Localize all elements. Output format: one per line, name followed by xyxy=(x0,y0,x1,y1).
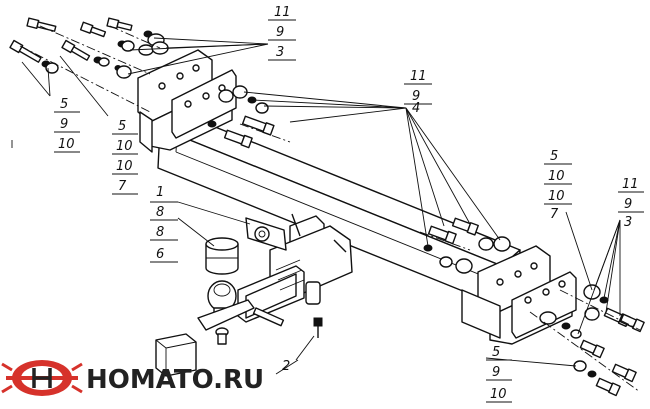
left-mounting-bracket xyxy=(137,49,237,153)
right-mounting-bracket xyxy=(461,245,577,345)
homato-logo[interactable]: HOMATO.RU xyxy=(1,360,264,396)
leader-lines xyxy=(11,37,621,367)
callout-right-bolt: 5 10 10 7 xyxy=(544,149,572,222)
callout-top-bracket: 11 9 3 xyxy=(268,5,296,61)
callout-label: 9 xyxy=(412,89,420,104)
callout-label: 3 xyxy=(624,215,632,230)
callout-label: 9 xyxy=(276,25,284,40)
callout-single-bolt: 2 xyxy=(275,359,299,375)
callout-label: 5 xyxy=(60,97,68,112)
callout-label: 7 xyxy=(550,207,559,222)
callout-label: 5 xyxy=(118,119,126,134)
callout-label: 11 xyxy=(410,69,427,84)
callout-label: 5 xyxy=(550,149,558,164)
callout-bottom-right: 5 9 10 xyxy=(486,345,512,403)
logo-text: HOMATO.RU xyxy=(86,365,264,395)
callout-mid-bolts: 11 9 4 xyxy=(404,69,432,116)
callout-label: 10 xyxy=(58,137,75,152)
callout-label: 10 xyxy=(116,139,133,154)
tow-ball-assembly xyxy=(197,280,255,345)
callout-label: 10 xyxy=(116,159,133,174)
callout-label: 9 xyxy=(624,197,632,212)
callout-label: 10 xyxy=(490,387,507,402)
callout-hitch-parts: 1 8 8 6 xyxy=(150,185,178,263)
callout-label: 11 xyxy=(622,177,639,192)
callout-right-bracket: 11 9 3 xyxy=(618,177,644,230)
axis-lines xyxy=(19,25,641,393)
callout-label: 1 xyxy=(156,185,164,200)
homato-emblem-icon xyxy=(1,360,83,396)
bolt-item-2 xyxy=(313,317,323,338)
callout-label: 5 xyxy=(492,345,500,360)
callout-label: 9 xyxy=(492,365,500,380)
ball-cover xyxy=(205,237,239,275)
callout-label: 2 xyxy=(282,359,290,374)
callout-label: 6 xyxy=(156,247,164,262)
callout-label: 3 xyxy=(276,45,284,60)
callout-label: 9 xyxy=(60,117,68,132)
callout-label: 10 xyxy=(548,189,565,204)
callout-label: 10 xyxy=(548,169,565,184)
fasteners xyxy=(9,17,645,397)
callout-label: 8 xyxy=(156,205,164,220)
callout-label: 8 xyxy=(156,225,164,240)
callout-label: 4 xyxy=(412,101,420,116)
callout-top-left-washers: 5 9 10 xyxy=(54,97,80,153)
callout-label: 7 xyxy=(118,179,127,194)
socket-plug xyxy=(155,333,197,377)
socket-plate xyxy=(245,217,287,251)
callout-top-left-bolt: 5 10 10 7 xyxy=(112,119,138,195)
callout-label: 11 xyxy=(274,5,291,20)
